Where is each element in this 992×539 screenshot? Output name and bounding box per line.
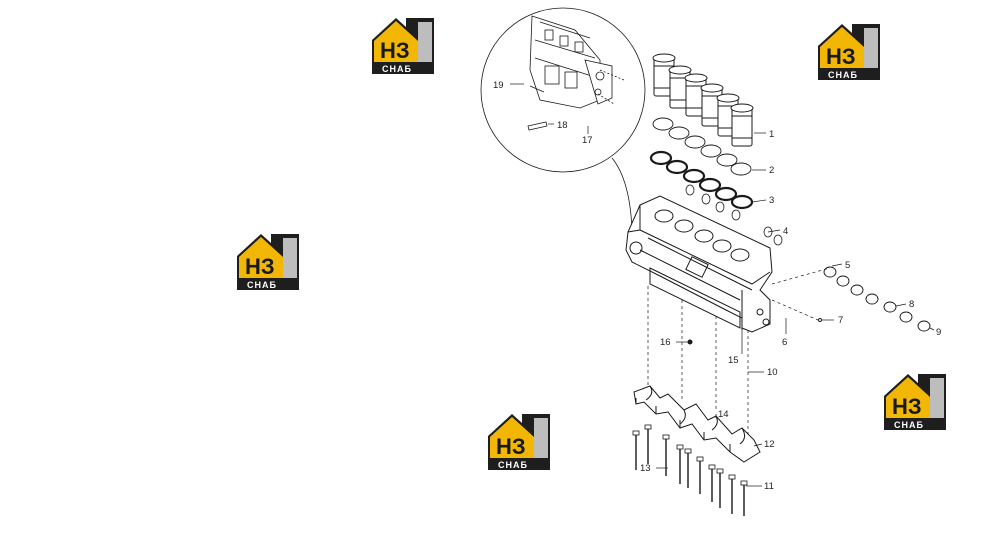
logo-mark-text: НЗ xyxy=(496,434,526,459)
brand-logo: НЗ СНАБ xyxy=(237,234,299,290)
callout-1: 1 xyxy=(769,129,774,140)
bearing-bolts xyxy=(635,428,745,516)
brand-logo: НЗ СНАБ xyxy=(818,24,880,80)
callout-2: 2 xyxy=(769,165,774,176)
callout-4: 4 xyxy=(783,226,788,237)
callout-16: 16 xyxy=(660,337,671,348)
o-rings-thin xyxy=(652,117,752,176)
callout-19: 19 xyxy=(493,80,504,91)
inset-engine-sketch xyxy=(527,15,625,131)
callout-17: 17 xyxy=(582,135,593,146)
callout-13: 13 xyxy=(640,463,651,474)
brand-logo: НЗ СНАБ xyxy=(372,18,434,74)
brand-logo: НЗ СНАБ xyxy=(488,414,550,470)
brand-logo: НЗ СНАБ xyxy=(884,374,946,430)
callout-6: 6 xyxy=(782,337,787,348)
logo-caption: СНАБ xyxy=(247,280,277,290)
callout-10: 10 xyxy=(767,367,778,378)
o-rings-thick xyxy=(649,150,754,210)
logo-mark-text: НЗ xyxy=(245,254,275,279)
callout-5: 5 xyxy=(845,260,850,271)
logo-caption: СНАБ xyxy=(498,460,528,470)
callout-14: 14 xyxy=(718,409,729,420)
logo-caption: СНАБ xyxy=(828,70,858,80)
main-bearing-caps xyxy=(633,385,761,463)
callout-11: 11 xyxy=(764,481,774,492)
bolt-heads xyxy=(632,424,748,486)
callout-12: 12 xyxy=(764,439,775,450)
logo-mark-text: НЗ xyxy=(826,44,856,69)
logo-mark-text: НЗ xyxy=(892,394,922,419)
side-plugs xyxy=(818,266,931,332)
callout-7: 7 xyxy=(838,315,843,326)
logo-caption: СНАБ xyxy=(894,420,924,430)
callout-8: 8 xyxy=(909,299,914,310)
assembly-lines xyxy=(647,267,831,440)
logo-mark-text: НЗ xyxy=(380,38,410,63)
leader-lines xyxy=(510,83,935,487)
callout-15: 15 xyxy=(728,355,739,366)
callout-3: 3 xyxy=(769,195,774,206)
plug-16 xyxy=(687,339,693,345)
logo-caption: СНАБ xyxy=(382,64,412,74)
cylinder-liners xyxy=(652,53,754,147)
engine-block xyxy=(625,195,773,333)
callout-9: 9 xyxy=(936,327,941,338)
callout-labels: 1 2 3 4 5 6 7 8 9 10 11 12 13 14 15 16 1… xyxy=(493,80,941,492)
detail-inset xyxy=(480,7,646,231)
callout-18: 18 xyxy=(557,120,568,131)
